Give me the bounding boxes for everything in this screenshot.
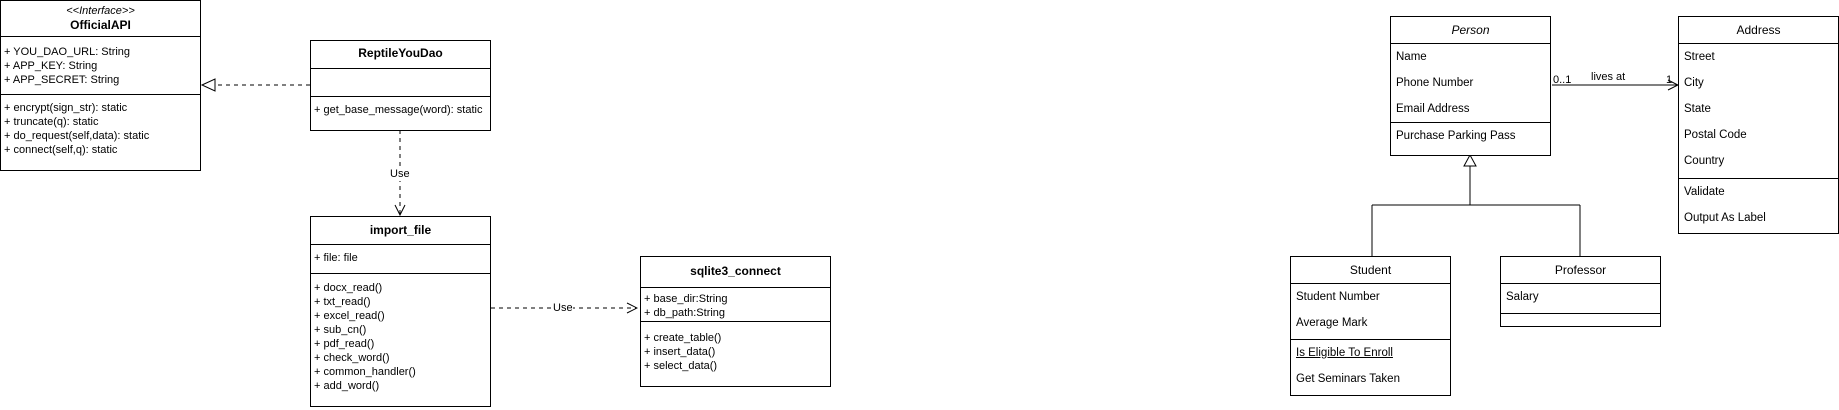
attributes-section: Student Number Average Mark: [1291, 283, 1450, 339]
class-name: ReptileYouDao: [358, 46, 443, 60]
lives-at-label: lives at: [1591, 71, 1626, 83]
class-professor[interactable]: Professor Salary: [1500, 256, 1661, 327]
attribute: + APP_SECRET: String: [4, 74, 120, 86]
attribute: + file: file: [314, 252, 358, 264]
generalization-tree: [1371, 166, 1581, 256]
method: Validate: [1684, 186, 1725, 198]
attribute: + YOU_DAO_URL: String: [4, 46, 131, 58]
attribute: + APP_KEY: String: [4, 60, 98, 72]
method: + do_request(self,data): static: [4, 130, 150, 142]
methods-section: Purchase Parking Pass: [1391, 122, 1550, 149]
class-import-file[interactable]: import_file + file: file + docx_read() +…: [310, 216, 491, 407]
methods-section: Is Eligible To Enroll Get Seminars Taken: [1291, 339, 1450, 392]
attributes-section: [311, 68, 490, 96]
generalization-triangle-icon: [1463, 153, 1477, 167]
attribute: Salary: [1506, 291, 1539, 303]
attribute: Email Address: [1396, 103, 1470, 115]
method: Is Eligible To Enroll: [1296, 347, 1393, 359]
attribute: Country: [1684, 155, 1725, 167]
method: + txt_read(): [314, 296, 371, 308]
method: + truncate(q): static: [4, 116, 99, 128]
attributes-section: Name Phone Number Email Address: [1391, 43, 1550, 122]
attributes-section: Street City State Postal Code Country: [1679, 43, 1838, 178]
attributes-section: + YOU_DAO_URL: String + APP_KEY: String …: [1, 36, 200, 94]
methods-section: + get_base_message(word): static: [311, 96, 490, 117]
method: + common_handler(): [314, 366, 416, 378]
method: + add_word(): [314, 380, 380, 392]
class-reptile-youdao[interactable]: ReptileYouDao + get_base_message(word): …: [310, 40, 491, 131]
class-official-api[interactable]: <<Interface>> OfficialAPI + YOU_DAO_URL:…: [0, 0, 201, 171]
class-name: OfficialAPI: [70, 18, 131, 32]
method: Get Seminars Taken: [1296, 373, 1400, 385]
multiplicity-address: 1: [1666, 74, 1673, 86]
class-name: import_file: [369, 223, 432, 237]
method: + insert_data(): [644, 346, 716, 358]
class-name: sqlite3_connect: [690, 264, 781, 278]
class-name: Professor: [1554, 263, 1607, 277]
attribute: Phone Number: [1396, 77, 1474, 89]
class-name: Address: [1736, 23, 1781, 37]
methods-section: + docx_read() + txt_read() + excel_read(…: [311, 273, 490, 393]
class-name: Person: [1451, 23, 1490, 37]
method: Purchase Parking Pass: [1396, 130, 1516, 142]
attribute: + base_dir:String: [644, 293, 728, 305]
method: + create_table(): [644, 332, 722, 344]
method: + select_data(): [644, 360, 718, 372]
use-label-horizontal: Use: [553, 302, 573, 315]
attribute: + db_path:String: [644, 307, 726, 319]
attribute: State: [1684, 103, 1711, 115]
method: Output As Label: [1684, 212, 1766, 224]
methods-section: [1501, 313, 1660, 326]
stereotype-label: <<Interface>>: [66, 5, 135, 17]
attribute: Name: [1396, 51, 1427, 63]
attribute: City: [1684, 77, 1704, 89]
attributes-section: Salary: [1501, 283, 1660, 313]
methods-section: + encrypt(sign_str): static + truncate(q…: [1, 94, 200, 157]
method: + docx_read(): [314, 282, 383, 294]
method: + sub_cn(): [314, 324, 367, 336]
multiplicity-person: 0..1: [1553, 74, 1572, 86]
realization-triangle-icon: [200, 78, 216, 92]
methods-section: Validate Output As Label: [1679, 178, 1838, 231]
use-label-vertical: Use: [390, 168, 410, 181]
attributes-section: + base_dir:String + db_path:String: [641, 287, 830, 321]
attributes-section: + file: file: [311, 244, 490, 273]
class-person[interactable]: Person Name Phone Number Email Address P…: [1390, 16, 1551, 156]
method: + get_base_message(word): static: [314, 104, 483, 116]
class-name: Student: [1349, 263, 1392, 277]
method: + check_word(): [314, 352, 390, 364]
method: + encrypt(sign_str): static: [4, 102, 128, 114]
method: + excel_read(): [314, 310, 385, 322]
methods-section: + create_table() + insert_data() + selec…: [641, 321, 830, 373]
class-student[interactable]: Student Student Number Average Mark Is E…: [1290, 256, 1451, 396]
attribute: Average Mark: [1296, 317, 1368, 329]
attribute: Postal Code: [1684, 129, 1747, 141]
attribute: Street: [1684, 51, 1715, 63]
class-sqlite3-connect[interactable]: sqlite3_connect + base_dir:String + db_p…: [640, 256, 831, 387]
method: + connect(self,q): static: [4, 144, 118, 156]
class-address[interactable]: Address Street City State Postal Code Co…: [1678, 16, 1839, 234]
method: + pdf_read(): [314, 338, 375, 350]
attribute: Student Number: [1296, 291, 1380, 303]
